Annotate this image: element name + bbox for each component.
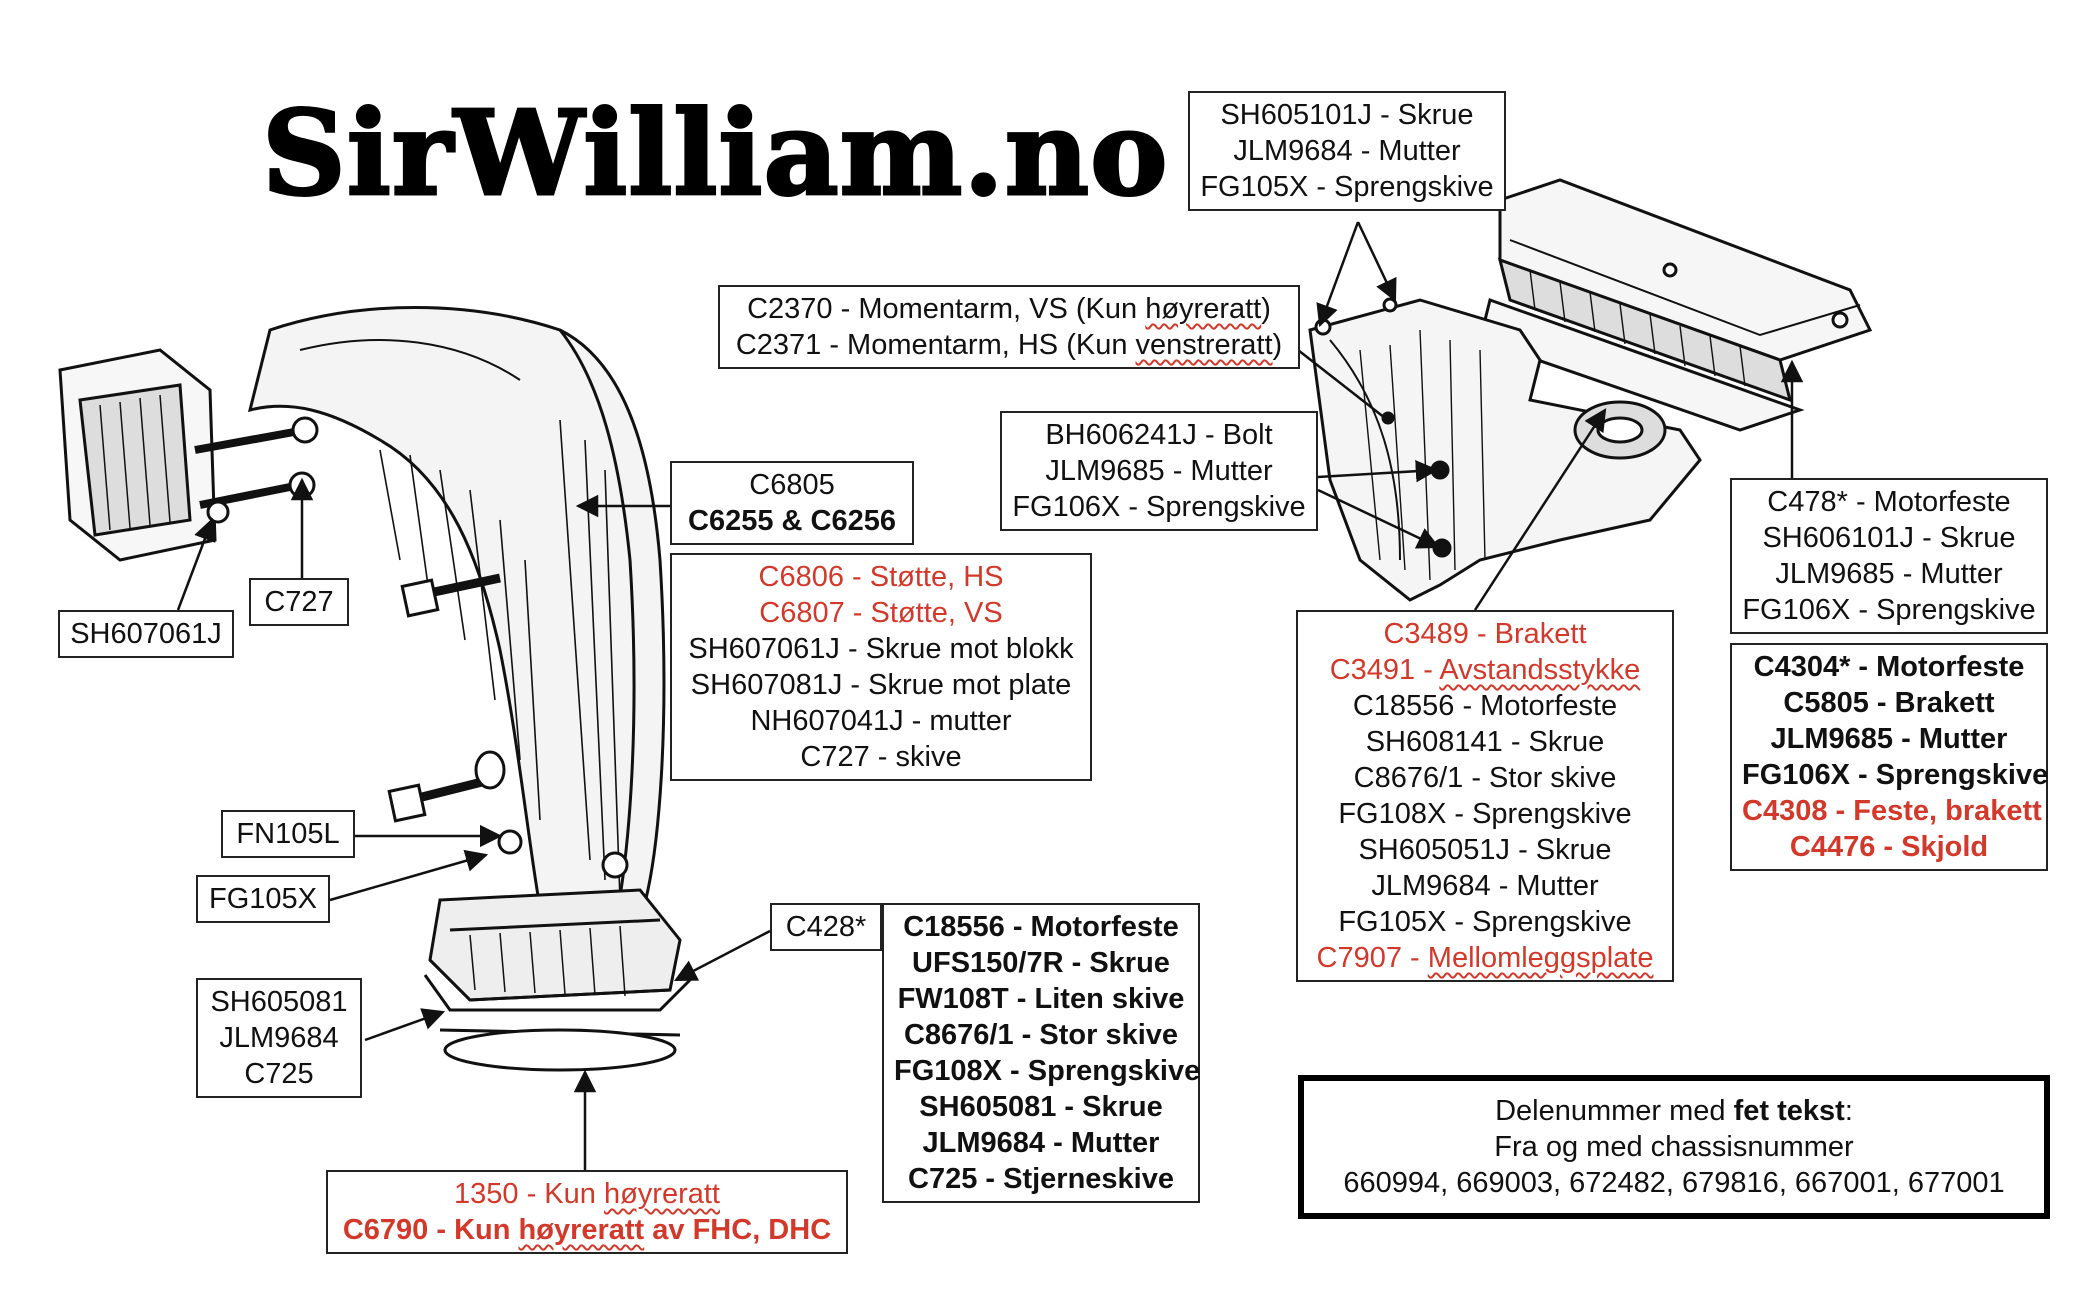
label-bh606241j-group: BH606241J - Bolt JLM9685 - Mutter FG106X… xyxy=(1000,411,1318,531)
label-c727: C727 xyxy=(249,578,349,626)
label-fg105x: FG105X xyxy=(196,875,330,923)
label-c3489-group: C3489 - Brakett C3491 - Avstandsstykke C… xyxy=(1296,610,1674,982)
label-c6805-group: C6805 C6255 & C6256 xyxy=(670,461,914,545)
label-sh605081-group: SH605081 JLM9684 C725 xyxy=(196,978,362,1098)
label-c2370-group: C2370 - Momentarm, VS (Kun høyreratt) C2… xyxy=(718,285,1300,369)
bold-text-note: Delenummer med fet tekst: Fra og med cha… xyxy=(1298,1075,2050,1219)
label-1350-group: 1350 - Kun høyreratt C6790 - Kun høyrera… xyxy=(326,1170,848,1254)
left-bracket-drawing xyxy=(58,306,692,1072)
label-c478-group: C478* - Motorfeste SH606101J - Skrue JLM… xyxy=(1730,478,2048,634)
label-fn105l: FN105L xyxy=(221,810,355,858)
right-bracket-drawing xyxy=(1308,178,1873,602)
sirwilliam-logo: SirWilliam.no xyxy=(260,86,1169,222)
label-c428: C428* xyxy=(770,903,882,951)
label-c6806-group: C6806 - Støtte, HS C6807 - Støtte, VS SH… xyxy=(670,553,1092,781)
label-c18556-group: C18556 - Motorfeste UFS150/7R - Skrue FW… xyxy=(882,903,1200,1203)
label-sh607061j: SH607061J xyxy=(58,610,234,658)
label-sh605101j-group: SH605101J - Skrue JLM9684 - Mutter FG105… xyxy=(1188,91,1506,211)
leader-lines xyxy=(176,221,1804,1170)
label-c4304-group: C4304* - Motorfeste C5805 - Brakett JLM9… xyxy=(1730,643,2048,871)
